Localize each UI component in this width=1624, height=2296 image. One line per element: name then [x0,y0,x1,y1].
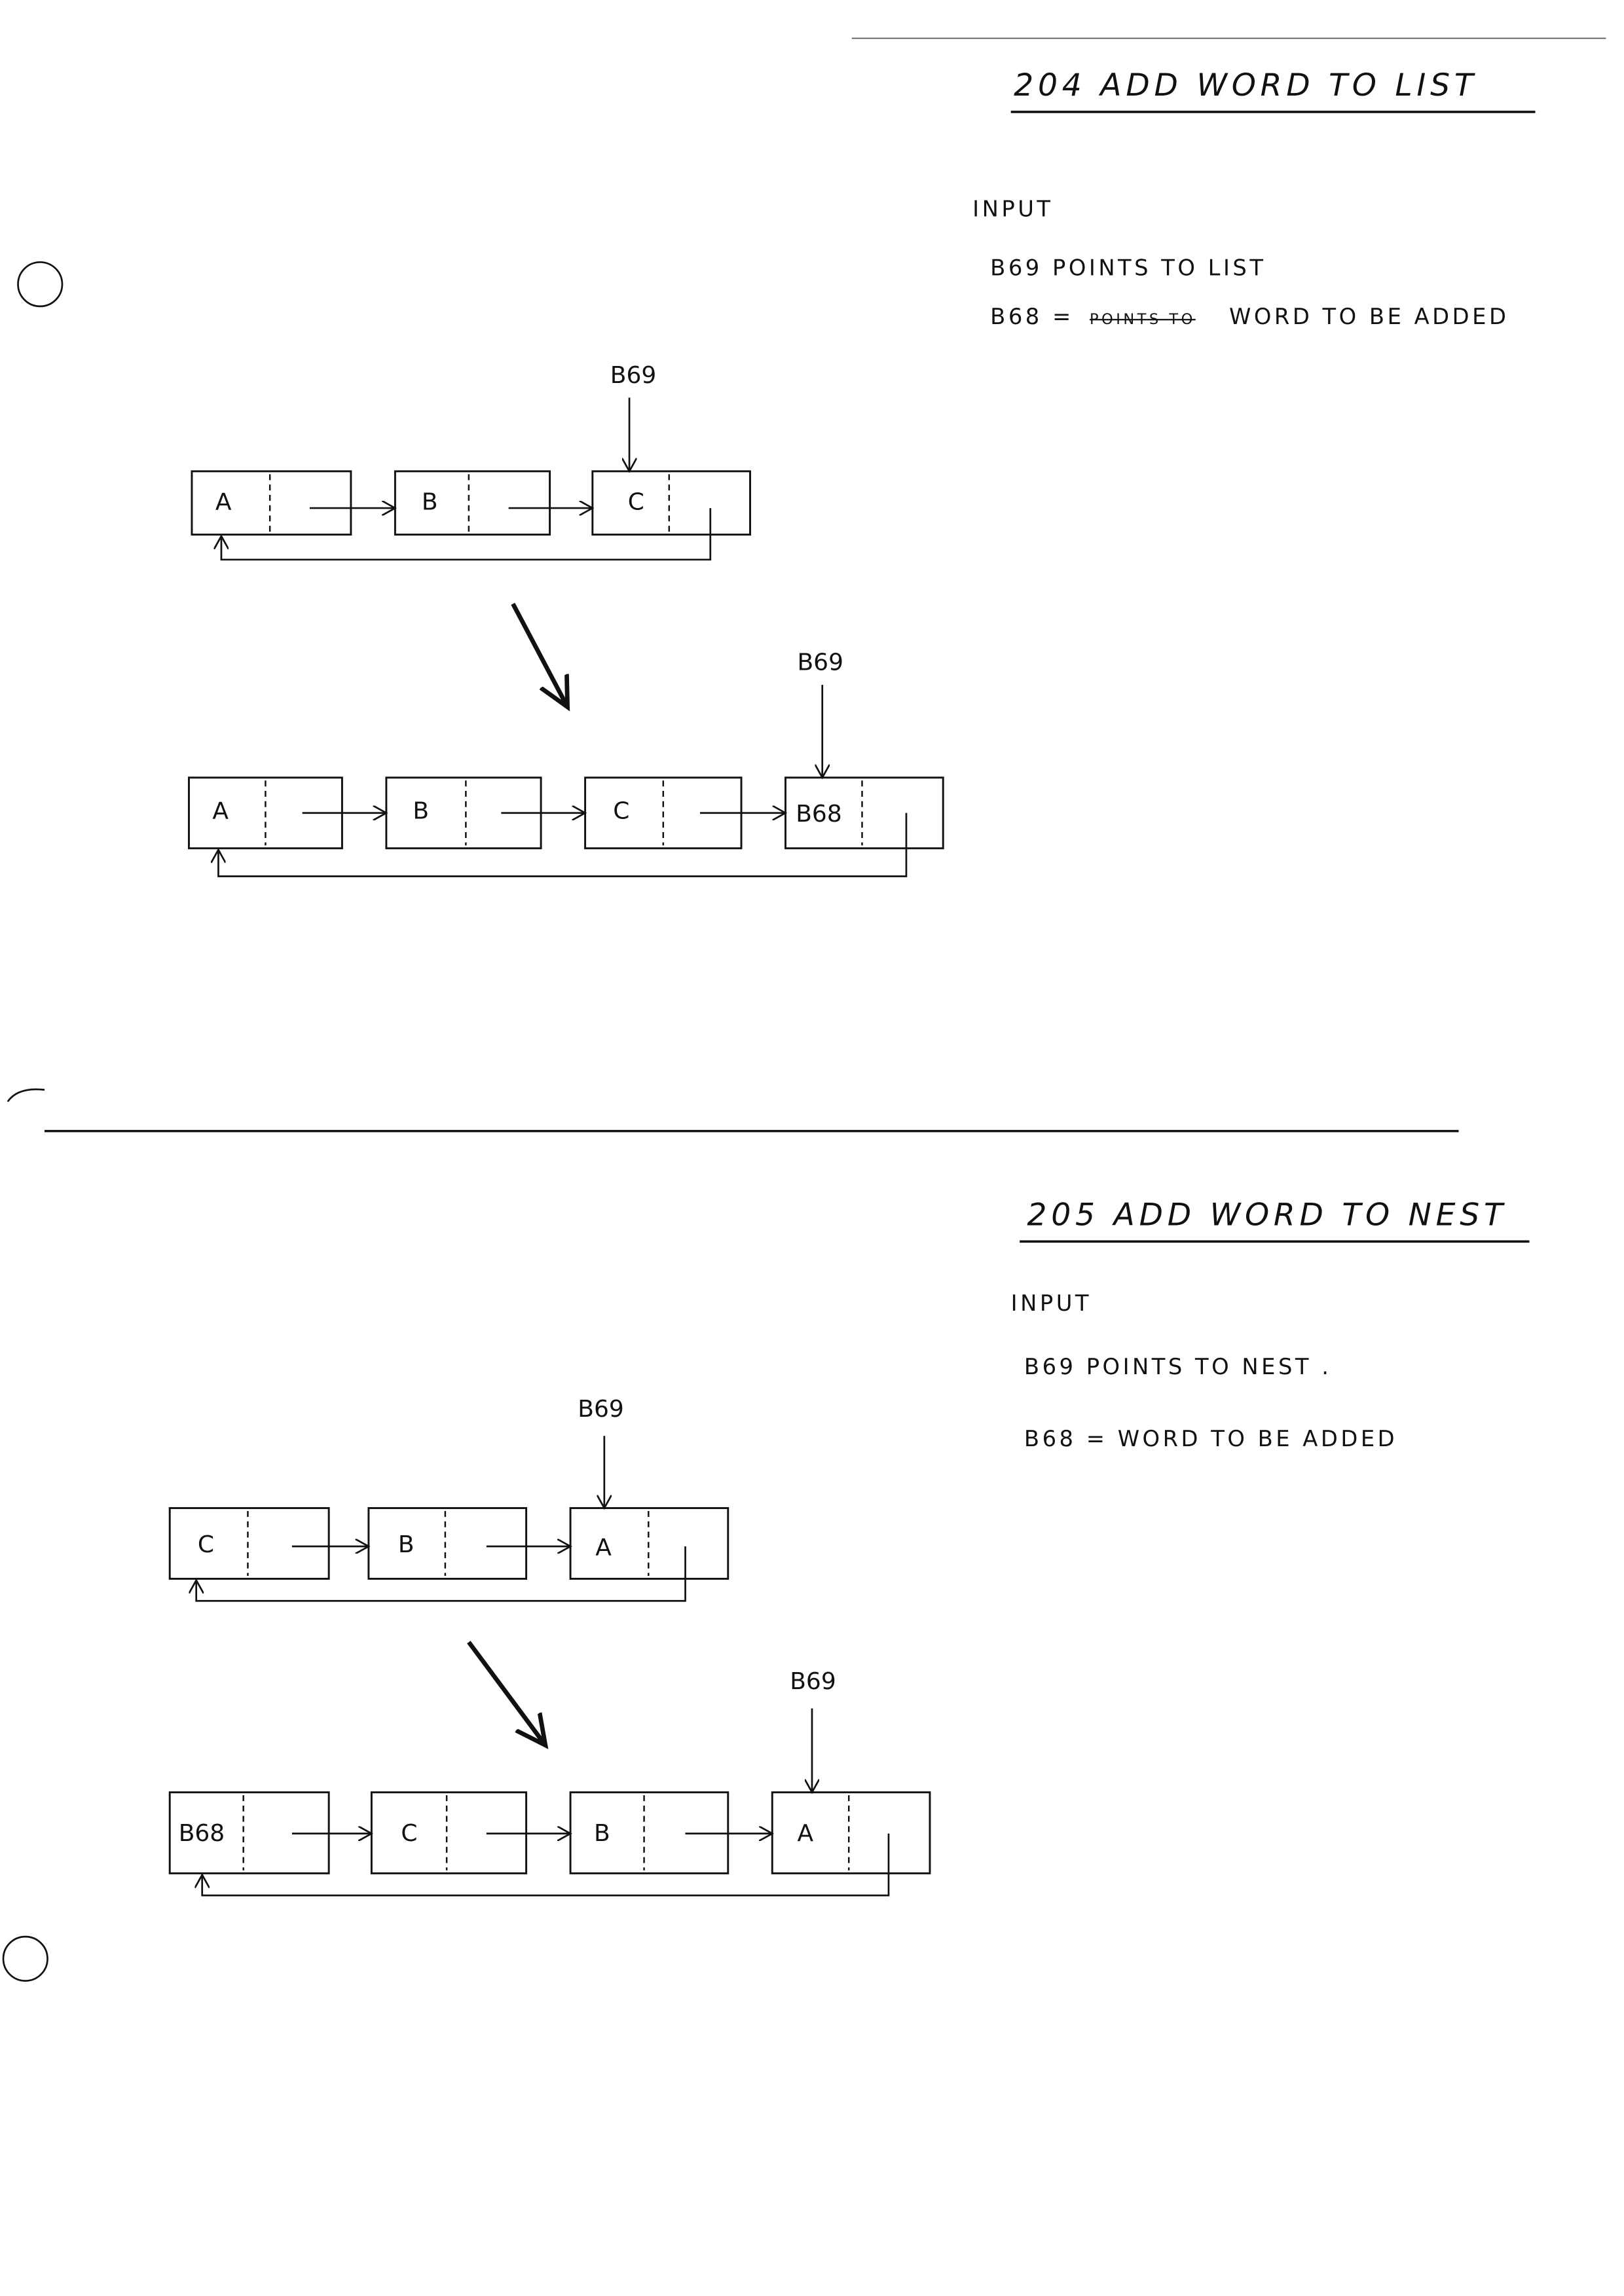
input-line-2: B68 = POINTS TO WORD TO BE ADDED [990,304,1509,329]
circular-link-arrow [218,812,908,877]
list-node: A [569,1507,729,1580]
list-node: B [367,1507,528,1580]
list-node-new: B68 [168,1791,330,1874]
svg-text:C: C [198,1531,214,1558]
section-title: 205 ADD WORD TO NEST [1027,1197,1507,1233]
svg-text:B: B [398,1531,415,1558]
input-line-1: B69 POINTS TO LIST [990,255,1266,281]
svg-text:B: B [594,1820,610,1847]
svg-text:B68: B68 [179,1820,225,1847]
list-node: C [168,1507,330,1580]
svg-text:B68: B68 [796,801,841,828]
list-node: B [394,470,551,536]
svg-text:A: A [595,1534,612,1561]
list-node-new: B68 [784,776,944,850]
linked-list-before: B69 A B C [191,362,751,561]
pointer-label: B69 [610,362,656,389]
svg-text:C: C [401,1820,417,1847]
svg-text:C: C [613,798,629,825]
section-title: 204 ADD WORD TO LIST [1014,67,1477,103]
punch-hole [17,261,64,308]
line2-prefix: B68 = [990,304,1074,329]
punch-hole [2,1935,48,1982]
pointer-label: B69 [578,1396,623,1423]
circular-link-arrow [196,1546,686,1602]
svg-text:C: C [628,488,644,515]
pointer-label: B69 [790,1668,836,1695]
transform-arrow [467,1641,545,1745]
input-line-2: B68 = WORD TO BE ADDED [1024,1426,1397,1451]
input-label: INPUT [972,196,1053,222]
nest-after: B69 B68 C B A [168,1668,931,1897]
struck-text: POINTS TO [1090,311,1196,328]
circular-link-arrow [202,1833,890,1897]
transform-arrow [511,602,567,706]
svg-text:B: B [413,798,429,825]
punch-hole [7,1088,45,1102]
nest-before: B69 C B A [168,1396,729,1602]
list-node: C [591,470,751,536]
section-204: 204 ADD WORD TO LIST INPUT B69 POINTS TO… [187,67,1536,877]
svg-text:A: A [798,1820,814,1847]
input-line-1: B69 POINTS TO NEST . [1024,1354,1332,1379]
list-node: A [771,1791,931,1874]
line2-rest: WORD TO BE ADDED [1229,304,1509,329]
input-label: INPUT [1011,1290,1092,1316]
pointer-label: B69 [798,649,843,676]
circular-link-arrow [221,508,712,561]
section-205: 205 ADD WORD TO NEST INPUT B69 POINTS TO… [168,1197,1530,1897]
linked-list-after: B69 A B C B68 [187,649,944,877]
list-node: A [191,470,352,536]
svg-text:B: B [422,488,438,515]
svg-text:A: A [212,798,229,825]
svg-text:A: A [215,488,232,515]
